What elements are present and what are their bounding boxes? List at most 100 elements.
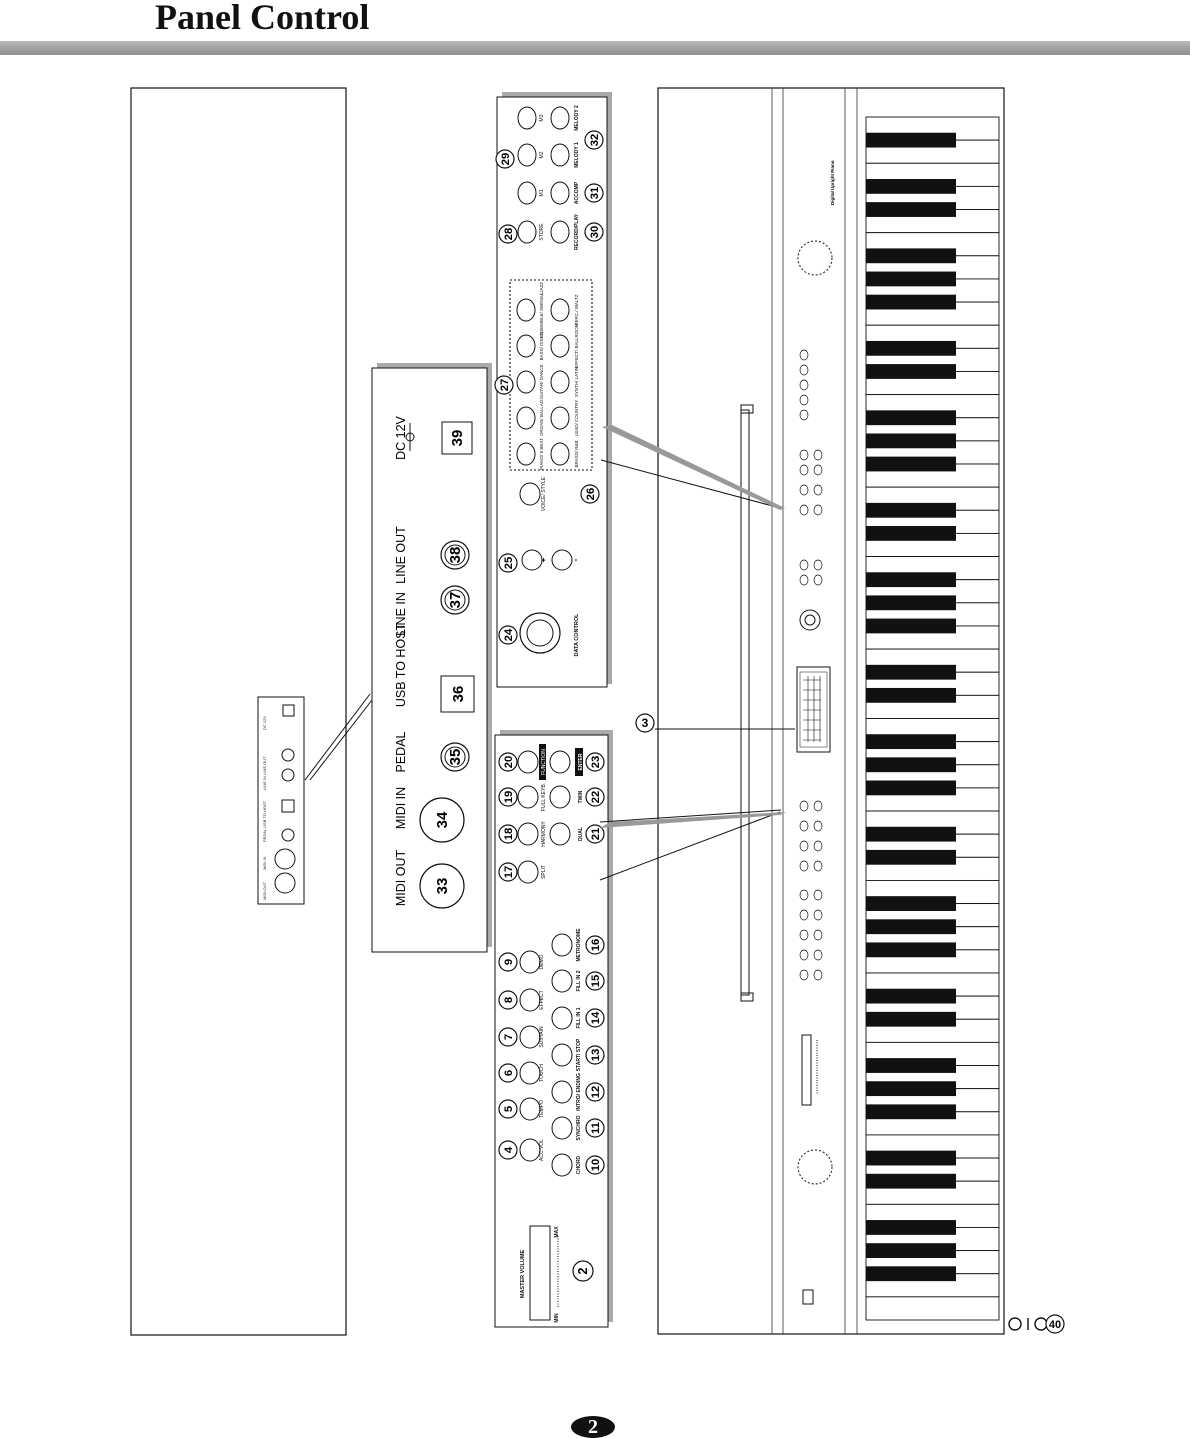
mini-button bbox=[799, 409, 809, 421]
mini-button bbox=[813, 860, 823, 872]
black-key bbox=[866, 826, 956, 842]
black-key bbox=[866, 364, 956, 379]
callout-28: 28 bbox=[498, 224, 518, 244]
mini-button bbox=[799, 559, 809, 571]
memory-top-button-3[interactable] bbox=[517, 106, 537, 130]
memory-top-button-0[interactable] bbox=[517, 220, 537, 244]
button-sustain[interactable] bbox=[519, 1025, 541, 1049]
callout-16-number: 16 bbox=[590, 939, 602, 952]
master-volume-slider[interactable] bbox=[529, 1225, 551, 1321]
voice-bottom-button-4[interactable] bbox=[550, 298, 570, 322]
voice-bottom-button-2[interactable] bbox=[550, 370, 570, 394]
button-acc-vol[interactable] bbox=[519, 1138, 541, 1162]
voice-bottom-button-1[interactable] bbox=[550, 406, 570, 430]
connector-label-2: PEDAL bbox=[394, 731, 408, 772]
black-key bbox=[866, 410, 956, 426]
button-function[interactable] bbox=[517, 750, 539, 774]
button-start-stop[interactable] bbox=[551, 1043, 573, 1067]
mini-button bbox=[799, 504, 809, 516]
mini-button bbox=[799, 909, 809, 921]
label-8: EFFECT bbox=[539, 990, 545, 1009]
button-intro-ending[interactable] bbox=[551, 1080, 573, 1104]
voice-bottom-button-0[interactable] bbox=[550, 442, 570, 466]
voice-top-button-3[interactable] bbox=[516, 334, 536, 358]
memory-bottom-button-0[interactable] bbox=[550, 220, 570, 244]
button-split[interactable] bbox=[517, 860, 539, 884]
mini-button bbox=[799, 574, 809, 586]
callout-9-number: 9 bbox=[503, 959, 515, 965]
callout-7-number: 7 bbox=[503, 1034, 515, 1040]
button-touch[interactable] bbox=[519, 1061, 541, 1085]
label-15: FILL IN 2 bbox=[576, 970, 582, 991]
button-metronome[interactable] bbox=[551, 933, 573, 957]
voice-top-button-1[interactable] bbox=[516, 406, 536, 430]
voice-top-label-2: GUITAR/ DANCE bbox=[539, 365, 544, 400]
button-dual[interactable] bbox=[549, 822, 571, 846]
memory-top-button-2[interactable] bbox=[517, 143, 537, 167]
memory-top-label-3: M3 bbox=[539, 114, 545, 121]
voice-top-button-4[interactable] bbox=[516, 298, 536, 322]
memory-bottom-button-3[interactable] bbox=[550, 106, 570, 130]
voice-bottom-label-3: EFFECT/ BALLROOM bbox=[574, 323, 579, 368]
button-twin[interactable] bbox=[549, 785, 571, 809]
callout-29-number: 29 bbox=[500, 153, 512, 166]
connector-callout-36: 36 bbox=[450, 686, 467, 703]
keyboard bbox=[865, 116, 1000, 1321]
voice-top-label-3: BASS/ DISCO bbox=[539, 331, 544, 360]
connector-label-5: LINE OUT bbox=[394, 526, 408, 584]
button-fill-in-1[interactable] bbox=[551, 1006, 573, 1030]
plus-button[interactable] bbox=[521, 549, 543, 571]
callout-21: 21 bbox=[585, 824, 605, 844]
callout-28-number: 28 bbox=[503, 228, 515, 241]
voice-top-label-4: ENSEMBLE/ SWING&JAZZ bbox=[539, 282, 544, 338]
memory-top-button-1[interactable] bbox=[517, 181, 537, 205]
mini-button bbox=[813, 949, 823, 961]
mini-button bbox=[813, 464, 823, 476]
black-key bbox=[866, 572, 956, 588]
mini-buttons bbox=[799, 349, 823, 981]
connector-callout-33: 33 bbox=[434, 878, 451, 895]
black-key bbox=[866, 1173, 956, 1189]
mini-button bbox=[799, 484, 809, 496]
voice-style-button[interactable] bbox=[519, 482, 541, 506]
black-key bbox=[866, 1150, 956, 1166]
callout-11-number: 11 bbox=[590, 1122, 602, 1134]
button-demo[interactable] bbox=[519, 950, 541, 974]
button-harmony[interactable] bbox=[517, 822, 539, 846]
voice-top-button-2[interactable] bbox=[516, 370, 536, 394]
callout-5-number: 5 bbox=[503, 1106, 515, 1112]
connector-callout-37: 37 bbox=[447, 592, 464, 609]
back-panel-mini: MIDI OUT MIDI IN PEDAL USB TO HOST LINE … bbox=[257, 696, 305, 905]
black-key bbox=[866, 456, 956, 472]
button-chord[interactable] bbox=[551, 1153, 573, 1177]
callout-13: 13 bbox=[585, 1045, 605, 1065]
black-key bbox=[866, 734, 956, 750]
voice-top-button-0[interactable] bbox=[516, 442, 536, 466]
button-synchro[interactable] bbox=[551, 1116, 573, 1140]
label-14: FILL IN 1 bbox=[576, 1007, 582, 1028]
callout-18: 18 bbox=[498, 824, 518, 844]
button-full-keyb-[interactable] bbox=[517, 785, 539, 809]
minus-button[interactable] bbox=[551, 549, 573, 571]
callout-20: 20 bbox=[498, 752, 518, 772]
mini-button bbox=[813, 504, 823, 516]
callout-20-number: 20 bbox=[503, 756, 515, 769]
svg-text:MIDI IN: MIDI IN bbox=[262, 856, 267, 870]
power-switch bbox=[802, 1289, 814, 1305]
connector-label-6: DC 12V bbox=[394, 415, 408, 459]
button-effect[interactable] bbox=[519, 988, 541, 1012]
voice-bottom-button-3[interactable] bbox=[550, 334, 570, 358]
mini-button bbox=[799, 364, 809, 376]
black-key bbox=[866, 340, 956, 356]
label-18: HARMONY bbox=[541, 821, 547, 847]
black-key bbox=[866, 132, 956, 148]
callout-17: 17 bbox=[498, 862, 518, 882]
memory-bottom-button-1[interactable] bbox=[550, 181, 570, 205]
button-enter[interactable] bbox=[549, 750, 571, 774]
button-tempo[interactable] bbox=[519, 1097, 541, 1121]
button-fill-in-2[interactable] bbox=[551, 969, 573, 993]
product-label: Digital Upright Piano bbox=[830, 160, 835, 205]
callout-16: 16 bbox=[585, 935, 605, 955]
memory-bottom-button-2[interactable] bbox=[550, 143, 570, 167]
